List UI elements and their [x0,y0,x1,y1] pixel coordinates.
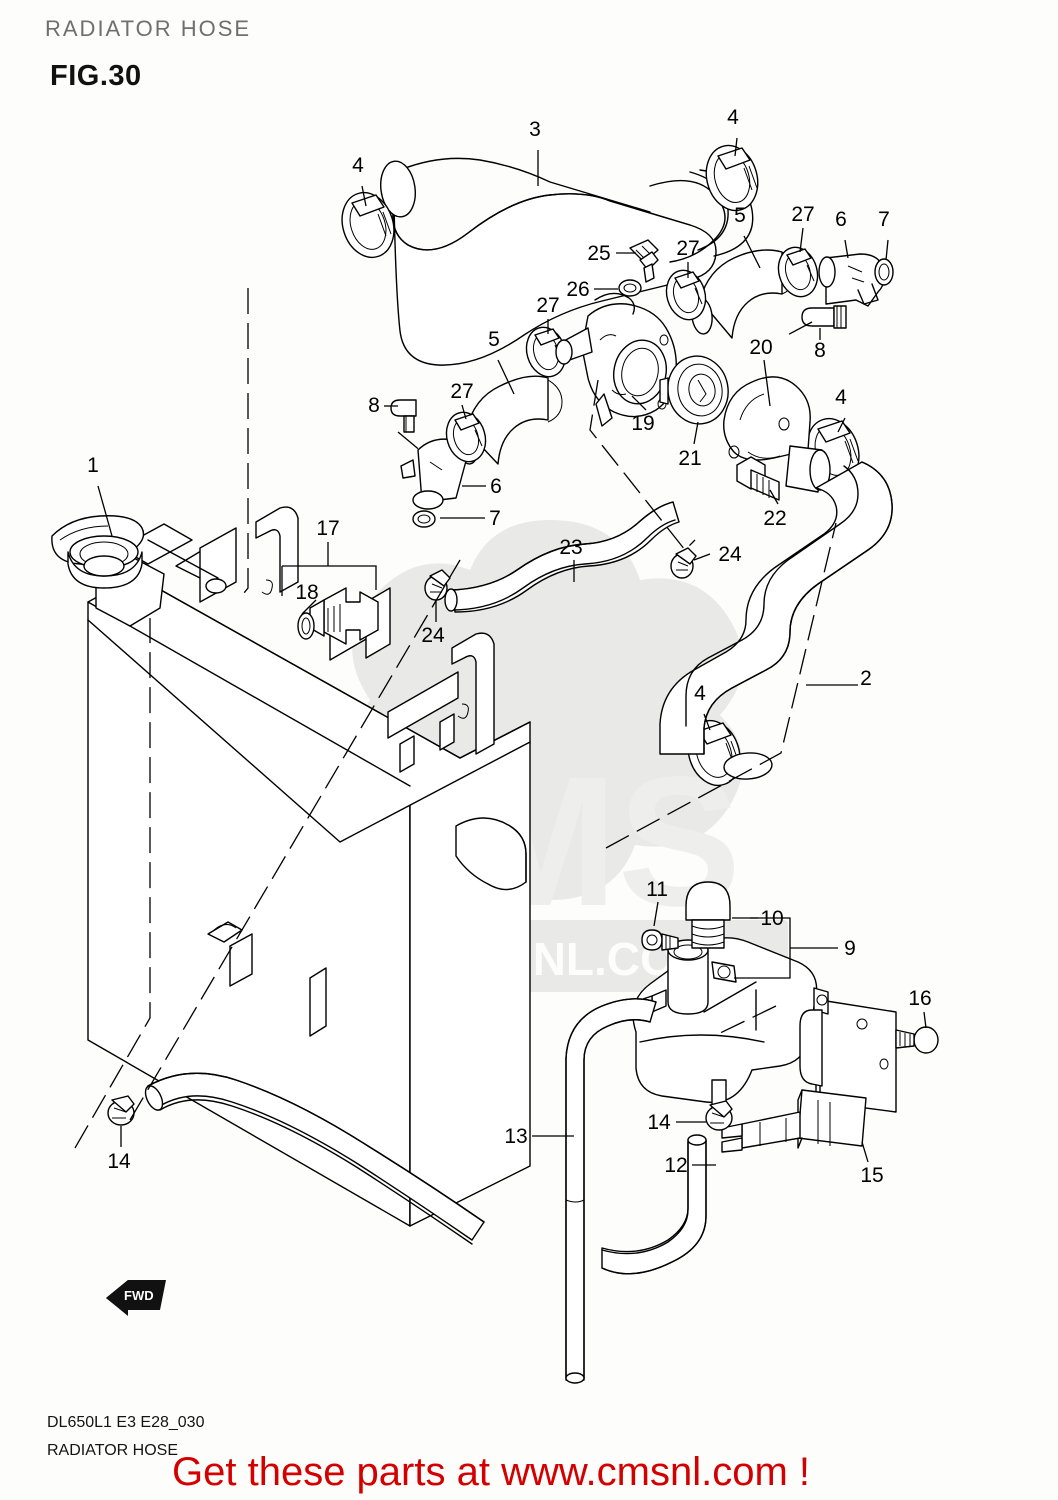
part-hose-clip-b [670,547,697,579]
part-thermo-switch [297,587,379,645]
callout-8b: 8 [368,394,380,417]
part-bracket-bolt [895,1026,939,1054]
part-sensor-gasket [618,279,642,297]
callout-16: 16 [908,987,931,1010]
part-hose-clamp-a [341,191,395,259]
callout-27a: 27 [676,237,699,260]
part-radiator [87,506,531,1227]
callout-17: 17 [316,517,339,540]
callout-24b: 24 [718,543,742,566]
part-water-hose [444,501,680,613]
part-radiator-cap [51,515,145,589]
footer-model-code: DL650L1 E3 E28_030 [47,1414,205,1431]
callout-5a: 5 [734,204,746,227]
callout-13: 13 [504,1125,527,1148]
callout-5b: 5 [488,328,500,351]
part-small-clamp-d [445,411,487,463]
callout-4d: 4 [694,682,706,705]
part-thermostat-cap [723,376,831,493]
footer-section-name: RADIATOR HOSE [47,1442,178,1459]
part-bypass-hose-upper [691,249,797,339]
part-overflow-hose [565,998,657,1384]
callout-14a: 14 [107,1150,131,1173]
part-thermostat-case [555,292,677,427]
callout-27c: 27 [536,294,559,317]
part-bolt-upper [801,305,847,329]
part-lower-radiator-hose [659,461,893,780]
callout-4b: 4 [727,106,739,129]
callout-3: 3 [529,118,541,141]
callout-7b: 7 [489,507,501,530]
callout-25: 25 [587,242,610,265]
promo-banner: Get these parts at www.cmsnl.com ! [172,1450,810,1494]
figure-number: FIG.30 [50,60,142,92]
callout-2: 2 [860,667,872,690]
part-small-clamp-a [665,269,707,321]
fwd-label: FWD [124,1288,154,1303]
callout-7a: 7 [878,208,890,231]
part-lower-left-hose [144,1072,485,1245]
callout-21: 21 [678,447,701,470]
callout-11: 11 [646,878,668,901]
part-reservoir-cap [685,881,731,949]
callout-12: 12 [664,1154,687,1177]
part-water-temp-sensor [629,239,659,283]
callout-27b: 27 [791,203,814,226]
callout-19: 19 [631,412,654,435]
callout-1: 1 [87,454,99,477]
part-hose-clip-c [107,1095,135,1126]
callout-27d: 27 [450,380,473,403]
part-hose-clip-a [424,569,451,601]
part-reservoir-outlet-hose [601,1134,707,1275]
part-hose-clamp-b [705,144,759,212]
part-upper-radiator-hose [380,157,754,366]
part-thermostat [659,355,729,425]
callout-26: 26 [566,278,589,301]
part-reservoir-screw [641,929,679,951]
callout-9: 9 [844,937,856,960]
callout-18: 18 [295,581,318,604]
part-bolt-lower [390,399,417,433]
part-o-ring-lower [412,510,436,528]
callout-6a: 6 [835,208,847,231]
assembly-dash-lines [74,288,837,1149]
callout-leader-lines [97,137,927,1166]
callout-6b: 6 [490,475,502,498]
callout-22: 22 [763,507,786,530]
part-water-pipe-upper [818,253,885,307]
part-small-clamp-b [777,246,819,298]
callout-4c: 4 [835,386,847,409]
callout-4a: 4 [352,154,364,177]
part-hose-clip-d [705,1100,733,1131]
fwd-direction-arrow: FWD [106,1280,166,1316]
callout-8a: 8 [814,339,826,362]
part-reservoir-bracket [721,987,897,1153]
callout-20: 20 [749,336,772,359]
callout-14b: 14 [647,1111,671,1134]
callout-23: 23 [559,536,582,559]
page-title: RADIATOR HOSE [45,16,252,41]
callout-15: 15 [860,1164,883,1187]
part-o-ring-upper [874,258,894,286]
callout-24a: 24 [421,624,445,647]
callout-numbers: 1 2 3 4 4 4 4 5 5 6 6 7 7 8 8 9 10 11 12… [87,106,932,1187]
callout-10: 10 [760,907,783,930]
